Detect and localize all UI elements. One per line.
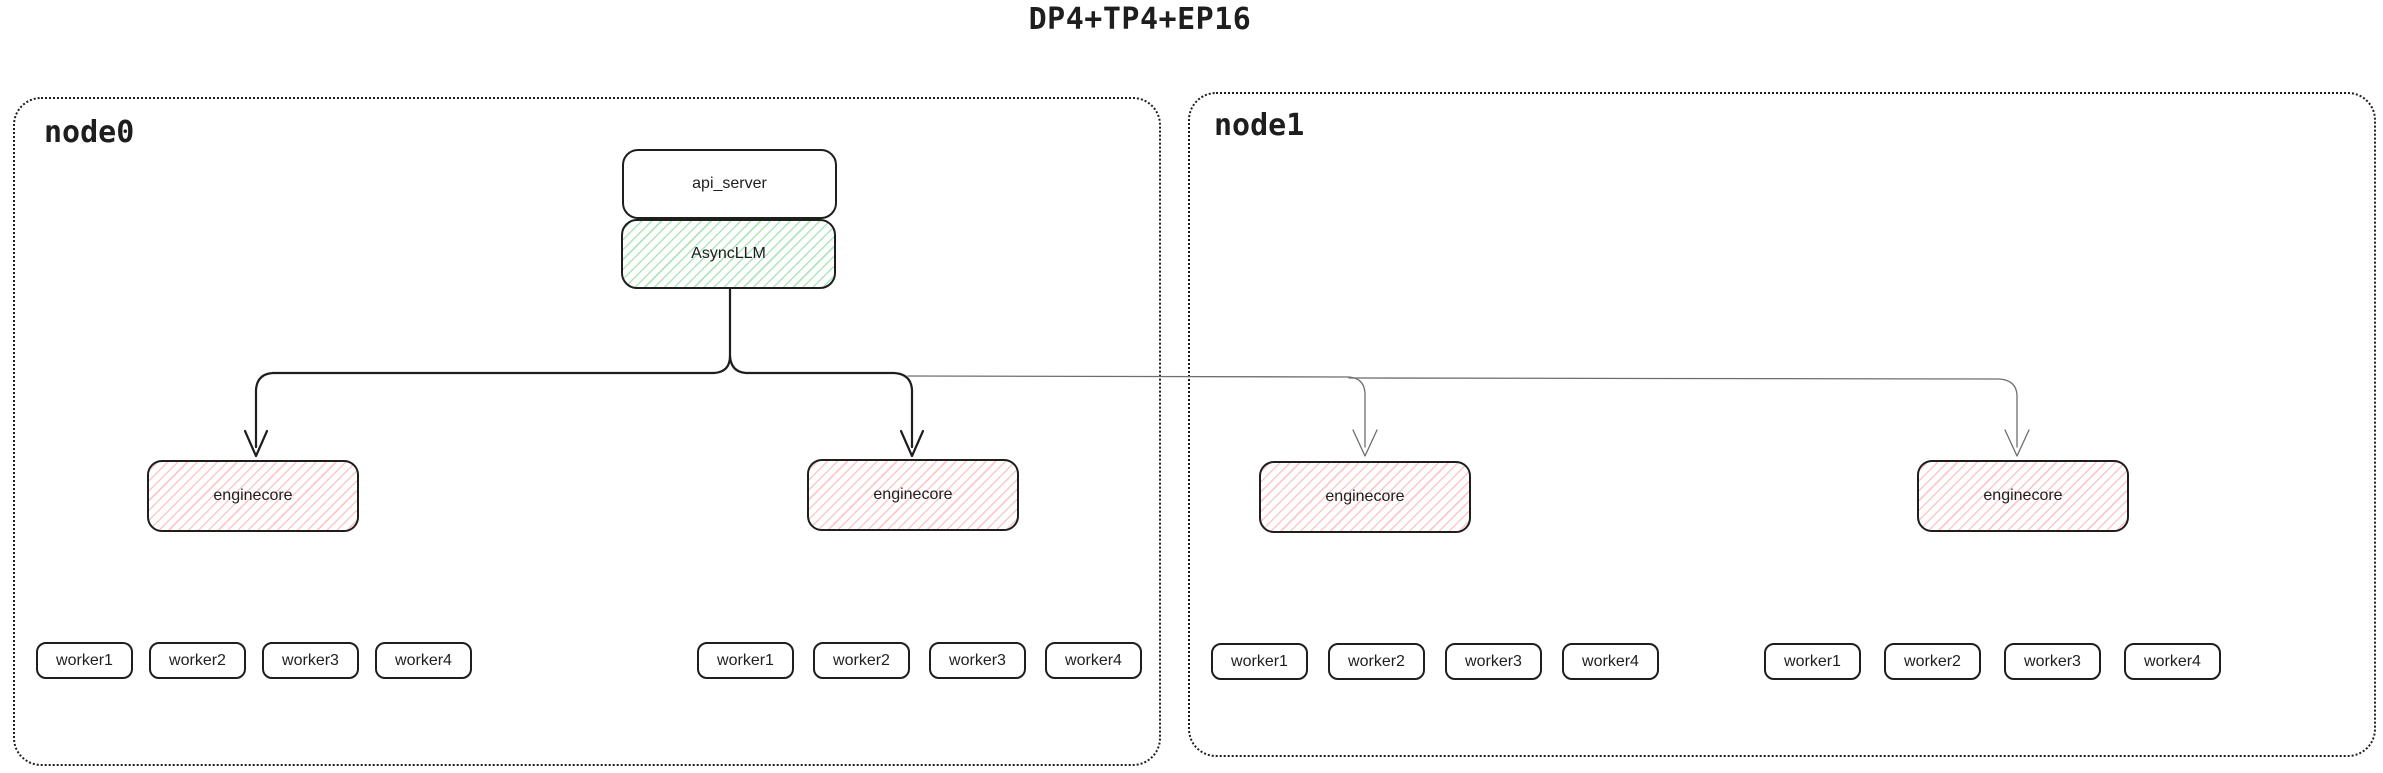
node1-container: node1 [1188, 92, 2376, 757]
worker-group-node0-2: worker1 worker2 worker3 worker4 [697, 642, 1142, 679]
worker-label: worker3 [282, 651, 339, 669]
worker-label: worker2 [1904, 652, 1961, 670]
enginecore-box-node1-1: enginecore [1259, 461, 1471, 533]
diagram-title: DP4+TP4+EP16 [1028, 2, 1252, 37]
worker-label: worker3 [1465, 652, 1522, 670]
edge-asyncllm-to-enginecore4 [1348, 377, 2018, 448]
worker-label: worker1 [56, 651, 113, 669]
arrowhead-enginecore3-icon [1352, 429, 1378, 457]
worker-box: worker1 [1211, 643, 1308, 680]
enginecore-label: enginecore [1325, 488, 1405, 505]
worker-label: worker4 [1582, 652, 1639, 670]
worker-group-node1-1: worker1 worker2 worker3 worker4 [1211, 643, 1659, 680]
node0-label: node0 [44, 115, 135, 150]
worker-box: worker1 [36, 642, 133, 679]
node1-label: node1 [1214, 108, 1305, 143]
worker-box: worker2 [149, 642, 246, 679]
worker-box: worker4 [1562, 643, 1659, 680]
worker-label: worker4 [395, 651, 452, 669]
worker-box: worker1 [697, 642, 794, 679]
worker-label: worker2 [169, 651, 226, 669]
worker-group-node0-1: worker1 worker2 worker3 worker4 [36, 642, 472, 679]
arrowhead-enginecore1-icon [243, 429, 269, 458]
enginecore-box-node1-2: enginecore [1917, 460, 2129, 532]
arrowhead-enginecore4-icon [2004, 429, 2030, 457]
enginecore-label: enginecore [213, 487, 293, 504]
worker-box: worker4 [375, 642, 472, 679]
worker-label: worker3 [2024, 652, 2081, 670]
worker-label: worker3 [949, 651, 1006, 669]
enginecore-label: enginecore [873, 486, 953, 503]
worker-label: worker1 [1231, 652, 1288, 670]
worker-box: worker1 [1764, 643, 1861, 680]
enginecore-box-node0-1: enginecore [147, 460, 359, 532]
worker-box: worker2 [813, 642, 910, 679]
worker-group-node1-2: worker1 worker2 worker3 worker4 [1764, 643, 2221, 680]
worker-box: worker3 [262, 642, 359, 679]
worker-box: worker4 [2124, 643, 2221, 680]
edge-asyncllm-to-enginecore1 [254, 354, 732, 449]
worker-box: worker3 [2004, 643, 2101, 680]
asyncllm-label: AsyncLLM [691, 245, 766, 262]
api-server-label: api_server [692, 175, 767, 192]
edge-asyncllm-to-enginecore2 [728, 354, 914, 449]
enginecore-box-node0-2: enginecore [807, 459, 1019, 531]
edge-asyncllm-to-enginecore3 [907, 375, 1366, 448]
worker-box: worker2 [1328, 643, 1425, 680]
worker-box: worker2 [1884, 643, 1981, 680]
worker-box: worker4 [1045, 642, 1142, 679]
worker-label: worker2 [833, 651, 890, 669]
worker-label: worker1 [717, 651, 774, 669]
worker-box: worker3 [1445, 643, 1542, 680]
worker-label: worker2 [1348, 652, 1405, 670]
worker-label: worker4 [1065, 651, 1122, 669]
node0-container: node0 [13, 97, 1161, 766]
asyncllm-box: AsyncLLM [621, 219, 836, 289]
api-server-box: api_server [622, 149, 837, 219]
arrowhead-enginecore2-icon [899, 429, 925, 458]
worker-box: worker3 [929, 642, 1026, 679]
enginecore-label: enginecore [1983, 487, 2063, 504]
worker-label: worker1 [1784, 652, 1841, 670]
worker-label: worker4 [2144, 652, 2201, 670]
